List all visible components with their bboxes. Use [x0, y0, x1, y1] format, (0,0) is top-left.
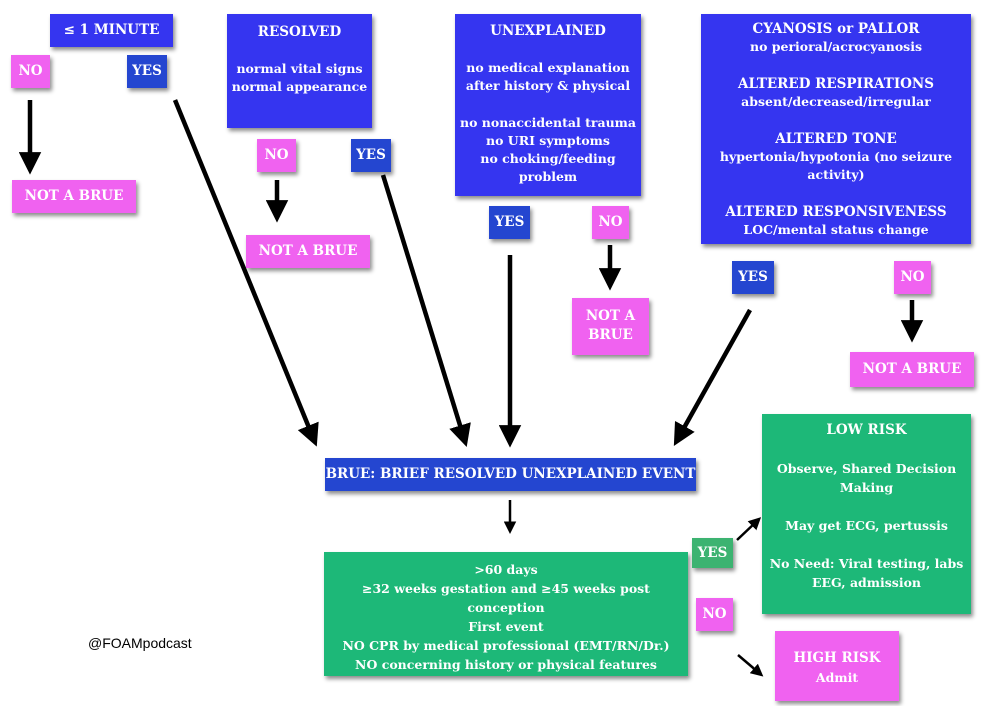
unexplained-no-label: NO — [592, 206, 629, 239]
podcast-credit: @FOAMpodcast — [88, 635, 192, 651]
low-risk-line: May get ECG, pertussis — [785, 518, 948, 533]
minute-no-label: NO — [11, 55, 50, 88]
criteria-line: absent/decreased/irregular — [741, 94, 931, 109]
age-no-label: NO — [696, 598, 733, 631]
not-brue-3-line: NOT A — [585, 308, 636, 324]
criteria-line: activity) — [807, 167, 865, 182]
unexplained-line: no nonaccidental trauma — [460, 115, 636, 130]
not-brue-2: NOT A BRUE — [246, 235, 370, 268]
high-risk-line: Admit — [815, 670, 859, 685]
low-risk-line: Making — [839, 480, 894, 495]
low-risk-title: LOW RISK — [826, 422, 907, 438]
criteria-line: LOC/mental status change — [743, 222, 929, 237]
resolved-box: RESOLVED normal vital signs normal appea… — [227, 14, 372, 128]
resolved-line: normal vital signs — [236, 61, 363, 76]
criteria-title: ALTERED RESPONSIVENESS — [725, 204, 947, 220]
low-risk-box: LOW RISK Observe, Shared Decision Making… — [762, 414, 971, 614]
resolved-yes-label: YES — [351, 139, 391, 172]
age-criteria-line: First event — [468, 619, 544, 634]
unexplained-title: UNEXPLAINED — [490, 23, 606, 39]
arrow-low-risk — [736, 517, 762, 541]
high-risk-title: HIGH RISK — [793, 650, 881, 666]
age-criteria-line: ≥32 weeks gestation and ≥45 weeks post c… — [362, 581, 650, 615]
resolved-line: normal appearance — [231, 79, 368, 94]
resolved-title: RESOLVED — [257, 24, 342, 40]
resolved-no-label: NO — [257, 139, 296, 172]
criteria-box: CYANOSIS or PALLOR no perioral/acrocyano… — [701, 14, 971, 244]
not-brue-4: NOT A BRUE — [850, 352, 974, 387]
criteria-title: CYANOSIS or PALLOR — [752, 21, 920, 37]
brue-box: BRUE: BRIEF RESOLVED UNEXPLAINED EVENT — [325, 458, 696, 491]
low-risk-line: No Need: Viral testing, labs — [769, 556, 964, 571]
criteria-no-label: NO — [894, 261, 931, 294]
age-criteria-box: >60 days ≥32 weeks gestation and ≥45 wee… — [324, 552, 688, 676]
arrow-criteria-yes — [673, 308, 752, 446]
criteria-title: ALTERED TONE — [775, 131, 897, 147]
unexplained-line: problem — [518, 169, 578, 184]
arrow-high-risk — [737, 654, 764, 677]
unexplained-line: no URI symptoms — [486, 133, 610, 148]
low-risk-line: EEG, admission — [811, 575, 922, 590]
age-criteria-line: >60 days — [474, 562, 538, 577]
unexplained-line: no medical explanation — [466, 60, 630, 75]
high-risk-box: HIGH RISK Admit — [775, 631, 899, 701]
criteria-title: ALTERED RESPIRATIONS — [737, 76, 934, 92]
not-brue-3: NOT A BRUE — [572, 298, 649, 355]
unexplained-box: UNEXPLAINED no medical explanation after… — [455, 14, 641, 196]
criteria-line: hypertonia/hypotonia (no seizure — [719, 149, 953, 164]
age-yes-label: YES — [692, 538, 733, 568]
not-brue-1: NOT A BRUE — [12, 180, 136, 213]
criteria-line: no perioral/acrocyanosis — [750, 39, 922, 54]
unexplained-line: no choking/feeding — [480, 151, 616, 166]
age-criteria-line: NO CPR by medical professional (EMT/RN/D… — [342, 638, 670, 653]
unexplained-yes-label: YES — [489, 206, 530, 239]
unexplained-line: after history & physical — [465, 78, 631, 93]
low-risk-line: Observe, Shared Decision — [776, 461, 957, 476]
arrow-minute-yes — [172, 99, 319, 447]
not-brue-3-line: BRUE — [588, 327, 633, 343]
criteria-yes-label: YES — [732, 261, 774, 294]
arrow-resolved-yes — [380, 174, 471, 448]
age-criteria-line: NO concerning history or physical featur… — [355, 657, 657, 672]
minute-box: ≤ 1 MINUTE — [50, 14, 173, 47]
minute-yes-label: YES — [127, 55, 167, 88]
